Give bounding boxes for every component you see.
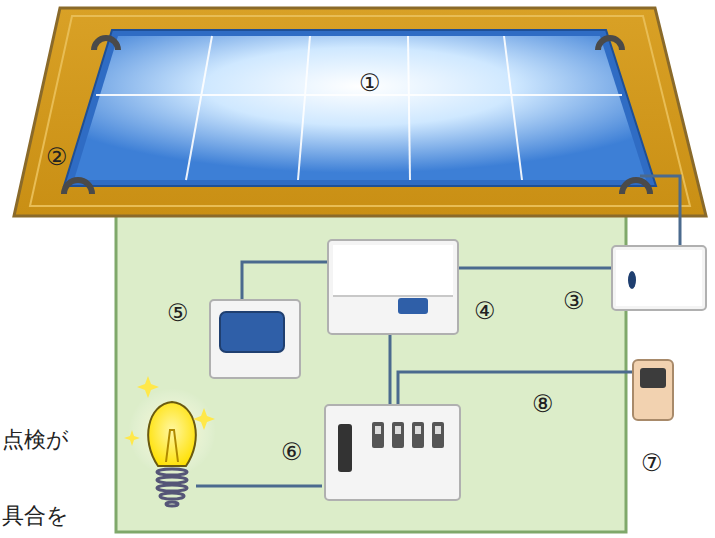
- callout-number: ③: [563, 289, 585, 313]
- callout-number: ⑦: [641, 451, 663, 475]
- callout-number: ⑥: [281, 440, 303, 464]
- note-text: 点検が: [2, 429, 69, 451]
- callout-number: ①: [359, 71, 381, 95]
- note-text: 具合を: [2, 505, 69, 527]
- breaker-symbol: [372, 422, 384, 448]
- breaker-switch: [415, 426, 421, 434]
- breaker-symbol: [412, 422, 424, 448]
- breaker-symbol: [432, 422, 444, 448]
- breaker-switch: [435, 426, 441, 434]
- callout-number: ②: [46, 145, 68, 169]
- callout-number: ④: [474, 299, 496, 323]
- callout-number: ⑤: [167, 301, 189, 325]
- callout-number: ⑧: [532, 392, 554, 416]
- breaker-switch: [375, 426, 381, 434]
- breaker-switch: [395, 426, 401, 434]
- breaker-symbol: [392, 422, 404, 448]
